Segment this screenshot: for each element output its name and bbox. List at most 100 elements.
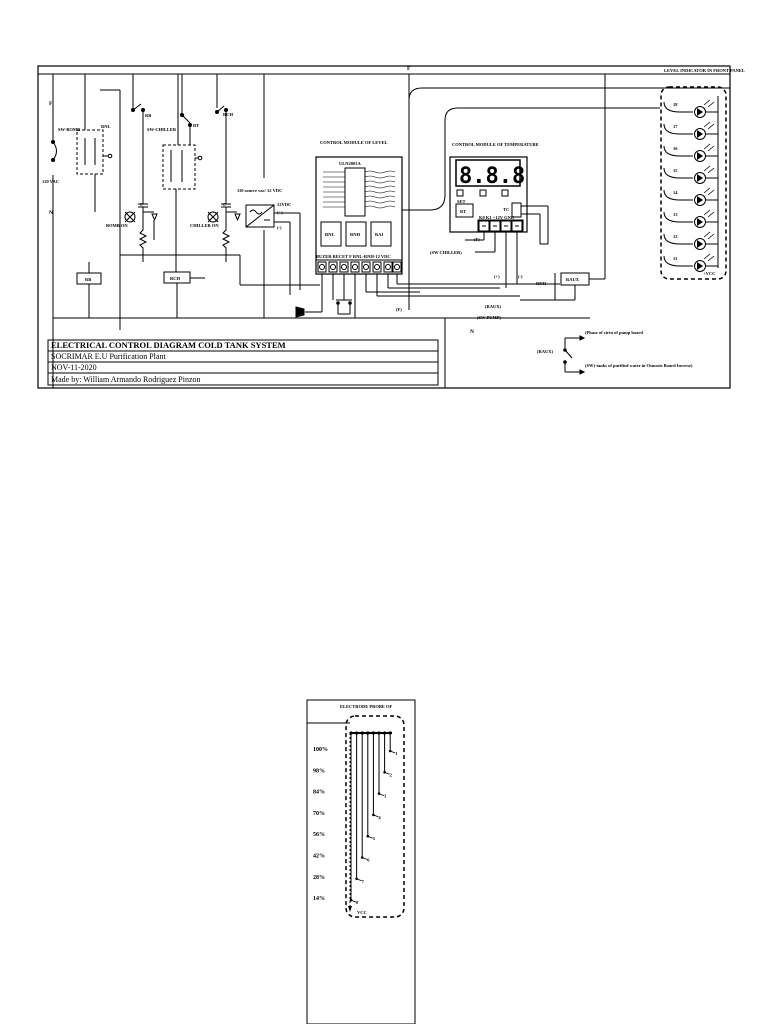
probe-rod-number: 4 [378,815,381,820]
label-rnh-relay: RNH [350,232,360,237]
label-phase-note: (Phase of cirtu of pump board [585,330,643,335]
label-12vdc: 12VDC [277,202,291,207]
probe-rod-6: 6 [360,731,370,863]
label-raux-box: RAUX [566,277,580,282]
probe-vcc-arrow-icon [348,906,352,912]
label-minus: (-) [277,225,282,230]
led-icon [694,150,706,162]
label-phase-top: F [407,66,411,72]
led-level-label: 12 [673,234,678,239]
power-supply-box [245,204,275,228]
label-power-source: 110 source vac/ 12 VDC [237,188,282,193]
label-uln2803a: ULN2803A [339,161,362,166]
probe-rod-3: 3 [377,731,387,799]
electrode-probe [345,715,405,918]
label-level-module: CONTROL MODULE OF LEVEL [320,140,387,145]
probe-rod-number: 2 [390,772,393,777]
label-plus: (+) [277,210,283,215]
rt-button[interactable] [455,203,474,218]
probe-level-percent: 56% [313,832,325,838]
led-row-14: 14 [663,187,718,206]
led-icon [694,106,706,118]
diode-arrow-icon [697,174,703,182]
label-f-2: (F) [396,307,402,312]
label-phase: F [49,101,53,107]
led-icon [694,238,706,250]
temperature-display [455,159,521,187]
label-rt: RT [193,123,199,128]
label-rnh: RNH [536,281,546,286]
probe-level-percent: 70% [313,811,325,817]
label-temp-terminals: K0 K1 +12V GND [479,215,515,220]
probe-level-percent: 28% [313,875,325,881]
uln2803a-chip [344,167,366,217]
probe-rod-7: 7 [355,731,365,884]
label-vcc-probe: VCC [357,910,367,915]
led-row-12: 12 [663,231,718,250]
led-level-label: 18 [673,102,678,107]
rnh-relay-block [345,221,367,247]
label-supply: 120 VAC [42,179,59,184]
label-bomb-on: BOMB ON [106,223,128,228]
label-chiller-on: CHILLER ON [190,223,219,228]
sheet-frame [37,65,731,389]
label-sw-chiller: SW-CHILLER [147,127,177,132]
led-level-label: 11 [673,256,678,261]
label-f-paren: (F) [474,237,480,242]
label-neutral: N [49,210,53,216]
led-icon [694,216,706,228]
label-sw-pump: (SW PUMP) [477,315,502,320]
led-icon [694,172,706,184]
rnl-relay-coil [76,129,104,175]
title-block-title: ELECTRICAL CONTROL DIAGRAM COLD TANK SYS… [51,340,286,350]
probe-sheet-frame [306,699,416,1024]
led-row-16: 16 [663,143,718,162]
diode-arrow-icon [697,130,703,138]
probe-rod-1: 1 [388,731,398,756]
led-level-label: 17 [673,124,678,129]
label-neutral-bottom: N [470,329,474,335]
label-rt-button: RT [460,209,466,214]
probe-level-percent: 100% [313,747,328,753]
label-probe-title: ELECTRODE PROBE OF [340,704,393,709]
buzzer-icon [295,306,305,318]
chiller-on-lamp [207,211,219,223]
led-icon [694,128,706,140]
label-rb-box: RB [85,277,91,282]
label-plus-2: (+) [494,274,500,279]
label-rnl: RNL [101,124,111,129]
led-level-label: 14 [673,190,678,195]
probe-rod-number: 8 [356,900,359,905]
title-block-company: SOCRIMAR E.U Purification Plant [51,352,166,361]
probe-rod-number: 6 [367,858,370,863]
diode-arrow-icon [697,218,703,226]
diode-arrow-icon [697,262,703,270]
label-terminal-strip: BUZER RECET F RNL-RNH-12 VDC [316,254,391,259]
led-level-label: 16 [673,146,678,151]
label-temp-module: CONTROL MODULE OF TEMPERATURE [452,142,539,147]
level-indicator-panel [660,86,727,280]
label-rch: RCH [223,112,233,117]
led-level-label: 15 [673,168,678,173]
probe-level-percent: 84% [313,790,325,796]
probe-level-percent: 14% [313,896,325,902]
label-capacitor-2: C [223,202,226,207]
probe-level-percent: 42% [313,854,325,860]
probe-rod-2: 2 [383,731,393,777]
led-row-11: 11 [663,253,718,272]
label-capacitor-1: C [140,202,143,207]
led-row-17: 17 [663,121,718,140]
label-rb: RB [145,113,151,118]
title-block-author: Made by: William Armando Rodriguez Pinzo… [51,375,201,384]
probe-rod-4: 4 [371,731,381,820]
probe-rod-number: 3 [384,794,387,799]
led-row-15: 15 [663,165,718,184]
label-tc: TC [503,207,509,212]
label-rnl-relay: RNL [325,232,335,237]
bomb-on-lamp [124,211,136,223]
label-vcc-panel: +VCC [703,271,715,276]
diode-arrow-icon [697,240,703,248]
